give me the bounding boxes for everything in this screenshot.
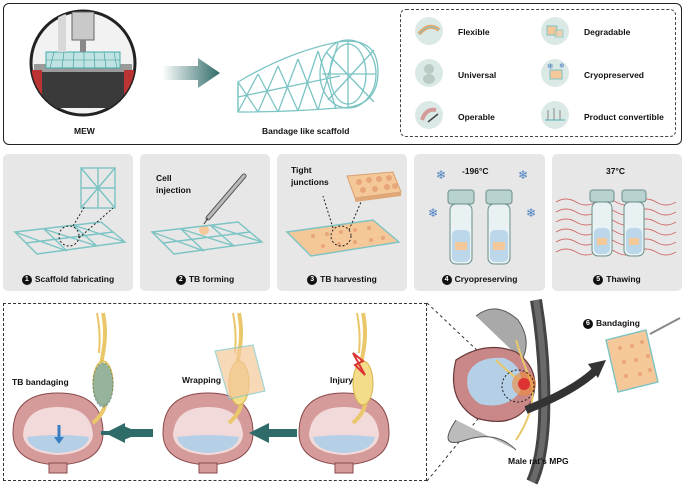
properties-panel <box>400 9 676 137</box>
bandaging-sequence-illustration <box>12 311 390 474</box>
tb-harvesting-illustration <box>285 171 402 257</box>
mew-machine-illustration <box>29 9 137 117</box>
cryovial-illustration <box>447 189 513 265</box>
thawing-illustration <box>555 189 677 257</box>
property-cryopreserved: Cryopreserved <box>584 70 645 80</box>
bandaging-detail-panel <box>3 303 427 481</box>
property-product-convertible: Product convertible <box>584 112 664 122</box>
mpg-label: Male rat's MPG <box>508 456 569 466</box>
tb-bandaging-label: TB bandaging <box>12 377 69 387</box>
snowflake-icon: ❄ <box>526 206 537 220</box>
property-operable: Operable <box>458 112 495 122</box>
process-arrow <box>162 58 220 88</box>
cryopreserved-icon: ❄ ❄ <box>541 59 569 87</box>
snowflake-icon: ❄ <box>436 168 447 182</box>
operable-icon <box>415 101 443 129</box>
cryo-temperature: -196°C <box>462 166 489 176</box>
svg-text:❄: ❄ <box>559 62 565 70</box>
wrapping-label: Wrapping <box>182 375 222 385</box>
bandage-scaffold-illustration <box>237 39 379 113</box>
tb-forming-illustration <box>150 173 264 255</box>
snowflake-icon: ❄ <box>518 168 529 182</box>
universal-icon <box>415 59 443 87</box>
injury-label: Injury <box>330 375 354 385</box>
property-degradable: Degradable <box>584 27 631 37</box>
svg-text:❄: ❄ <box>547 62 554 71</box>
degradable-icon <box>541 17 569 45</box>
thaw-temperature: 37°C <box>606 166 625 176</box>
property-flexible: Flexible <box>458 27 490 37</box>
scaffold-label: Bandage like scaffold <box>262 126 350 136</box>
scaffold-mesh-illustration <box>13 167 127 255</box>
snowflake-icon: ❄ <box>428 206 439 220</box>
product-convertible-icon <box>541 101 569 129</box>
rat-mpg-anatomy-illustration <box>447 299 681 485</box>
property-universal: Universal <box>458 70 497 80</box>
mew-label: MEW <box>74 126 95 136</box>
top-panel <box>3 3 682 145</box>
flexible-icon <box>415 17 443 45</box>
